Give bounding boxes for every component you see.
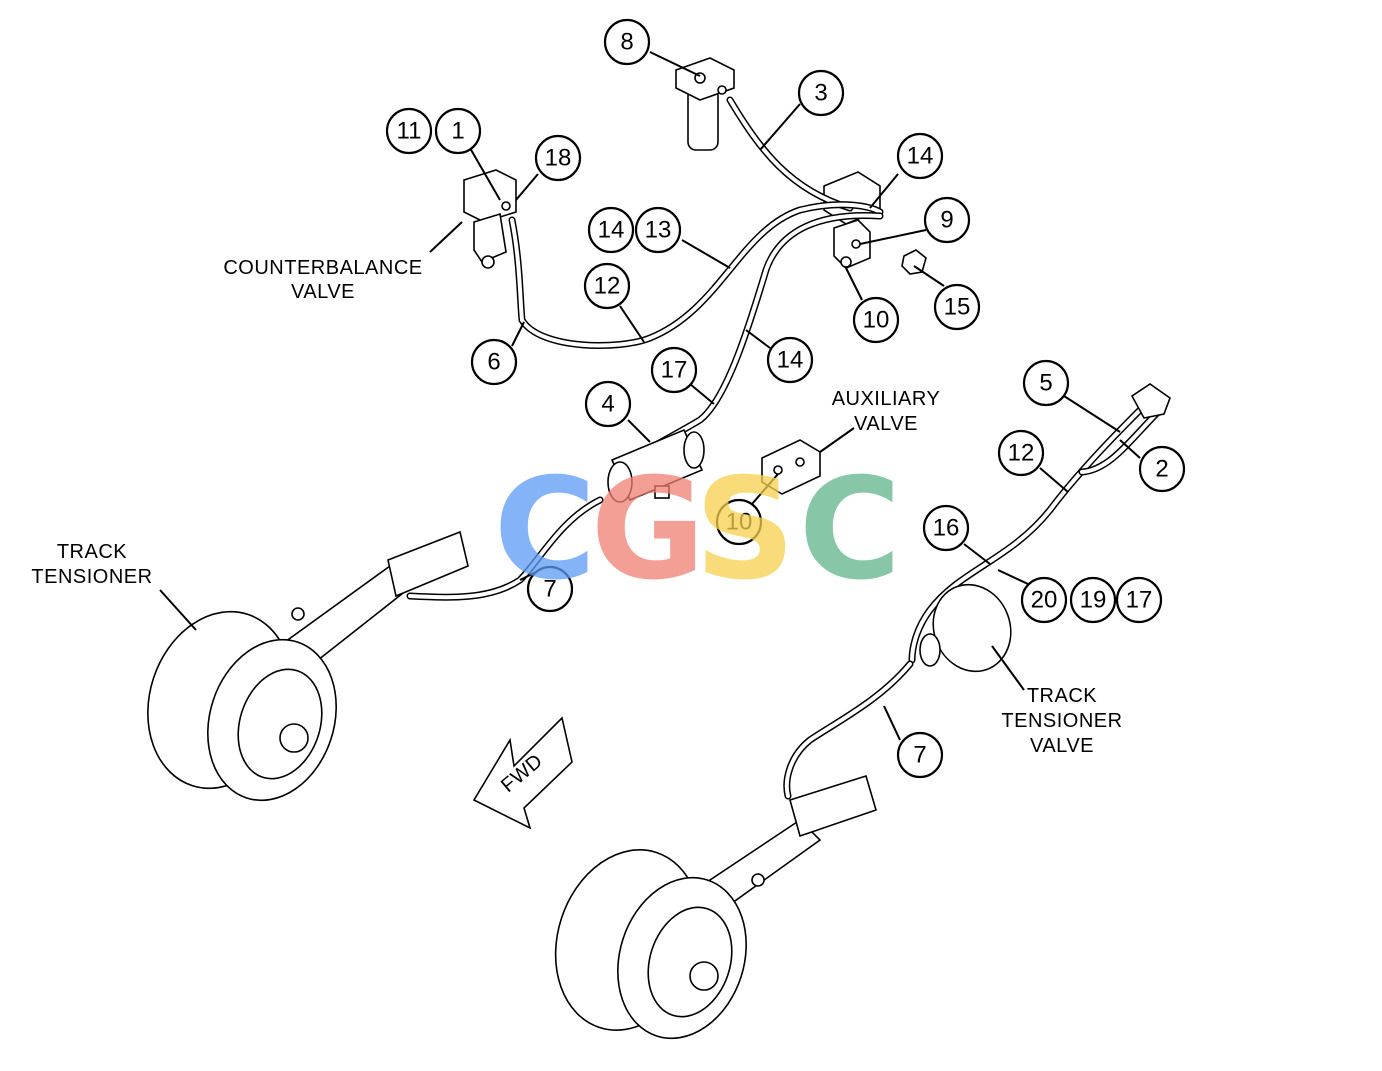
- callout-6: 6: [470, 338, 518, 386]
- svg-text:14: 14: [907, 143, 934, 170]
- ttv-label-1: TRACK: [1027, 685, 1097, 707]
- callout-4: 4: [584, 380, 632, 428]
- svg-text:13: 13: [645, 217, 672, 244]
- svg-text:15: 15: [944, 294, 971, 321]
- counterbalance-valve: [463, 169, 517, 269]
- svg-text:11: 11: [397, 118, 422, 145]
- svg-text:5: 5: [1039, 370, 1052, 397]
- callout-18: 18: [534, 134, 582, 182]
- fwd-arrow: FWD: [472, 716, 573, 830]
- watermark-letter-4: C: [799, 449, 902, 612]
- counterbalance-label-1: COUNTERBALANCE: [223, 257, 422, 279]
- svg-text:17: 17: [661, 357, 688, 384]
- svg-text:18: 18: [545, 145, 572, 172]
- leader-lines: [159, 51, 1141, 741]
- callout-14: 14: [587, 206, 635, 254]
- right-hoses: [908, 383, 1171, 664]
- motor: [607, 428, 705, 503]
- svg-text:10: 10: [726, 509, 753, 536]
- filter-assembly: [675, 57, 735, 151]
- svg-text:10: 10: [863, 307, 890, 334]
- callout-9: 9: [923, 196, 971, 244]
- svg-text:7: 7: [543, 576, 556, 603]
- watermark-letter-1: C: [494, 449, 597, 612]
- callout-7: 7: [896, 731, 944, 779]
- right-track-tensioner: [554, 774, 877, 1040]
- callout-12: 12: [583, 262, 631, 310]
- callout-2: 2: [1138, 445, 1186, 493]
- callout-19: 19: [1069, 576, 1117, 624]
- svg-text:16: 16: [933, 515, 960, 542]
- svg-text:12: 12: [1008, 440, 1035, 467]
- svg-text:9: 9: [940, 207, 953, 234]
- callout-15: 15: [933, 283, 981, 331]
- svg-text:4: 4: [601, 391, 614, 418]
- callout-10: 10: [852, 296, 900, 344]
- callout-1: 1: [434, 107, 482, 155]
- svg-text:20: 20: [1031, 587, 1058, 614]
- svg-text:7: 7: [913, 742, 926, 769]
- watermark-letter-2: G: [591, 449, 706, 612]
- callout-17: 17: [1115, 576, 1163, 624]
- callout-8: 8: [603, 18, 651, 66]
- callout-14: 14: [896, 132, 944, 180]
- svg-text:12: 12: [594, 273, 621, 300]
- text-labels: COUNTERBALANCE VALVE AUXILIARY VALVE TRA…: [31, 257, 1122, 757]
- callout-11: 11: [385, 107, 433, 155]
- track-tensioner-valve: [783, 583, 1012, 800]
- auxiliary-label-1: AUXILIARY: [832, 388, 941, 410]
- svg-text:19: 19: [1080, 587, 1107, 614]
- callout-12: 12: [997, 429, 1045, 477]
- manifold-block: [823, 171, 927, 275]
- svg-text:2: 2: [1155, 456, 1168, 483]
- callout-17: 17: [650, 346, 698, 394]
- auxiliary-valve: [761, 439, 821, 495]
- callout-3: 3: [797, 69, 845, 117]
- callouts: 8 3 11 1 18 14 9 14 13 12 10 15 6 17 14 …: [385, 18, 1186, 779]
- auxiliary-label-2: VALVE: [854, 413, 918, 435]
- callout-5: 5: [1022, 359, 1070, 407]
- svg-text:14: 14: [777, 347, 804, 374]
- callout-20: 20: [1020, 576, 1068, 624]
- track-tensioner-label-2: TENSIONER: [31, 566, 152, 588]
- callout-10: 10: [715, 498, 763, 546]
- ttv-label-3: VALVE: [1030, 735, 1094, 757]
- callout-14: 14: [766, 336, 814, 384]
- svg-text:17: 17: [1126, 587, 1153, 614]
- svg-text:3: 3: [814, 80, 827, 107]
- svg-text:1: 1: [451, 118, 464, 145]
- callout-16: 16: [922, 504, 970, 552]
- counterbalance-label-2: VALVE: [291, 281, 355, 303]
- ttv-label-2: TENSIONER: [1001, 710, 1122, 732]
- callout-13: 13: [634, 206, 682, 254]
- callout-7: 7: [526, 565, 574, 613]
- svg-text:6: 6: [487, 349, 500, 376]
- left-track-tensioner: [147, 530, 469, 802]
- track-tensioner-label-1: TRACK: [57, 541, 127, 563]
- watermark: C G S C: [494, 449, 902, 612]
- svg-text:8: 8: [620, 29, 633, 56]
- svg-text:14: 14: [598, 217, 625, 244]
- watermark-letter-3: S: [695, 449, 796, 612]
